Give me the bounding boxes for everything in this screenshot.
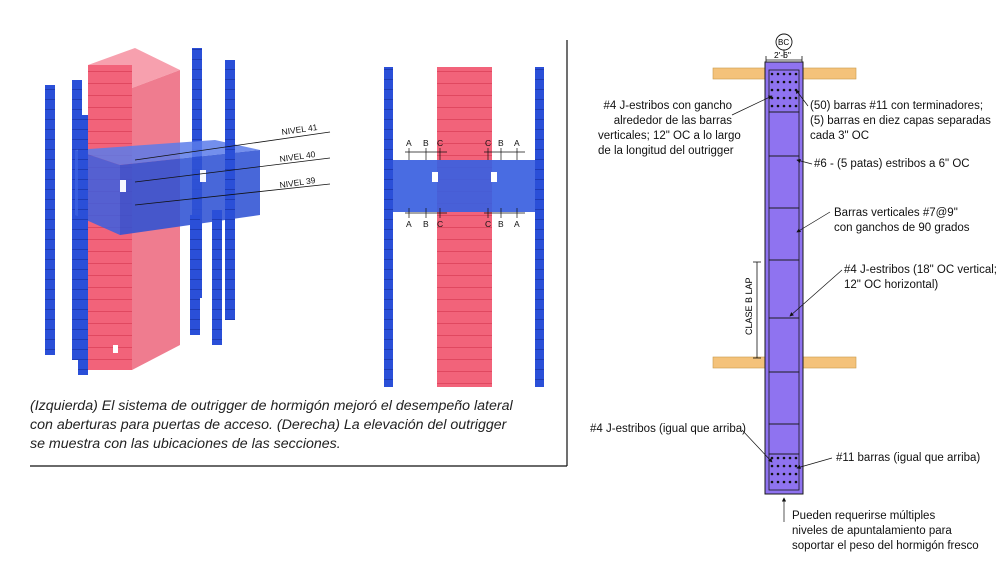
outrigger-top — [75, 140, 260, 165]
section-mark-a-bottom-left: A — [406, 219, 412, 229]
note-line: Barras verticales #7@9" — [834, 207, 958, 219]
core-top-face — [88, 48, 180, 88]
note-line: de la longitud del outrigger — [598, 145, 734, 157]
elevation-column-left — [384, 67, 393, 387]
caption-line-3: se muestra con las ubicaciones de las se… — [30, 436, 341, 452]
note-bars-11-terminators: (50) barras #11 con terminadores; (5) ba… — [810, 99, 991, 144]
note-line: (5) barras en diez capas separadas — [810, 115, 991, 127]
level-40-line — [134, 157, 331, 183]
note-line: 12" OC horizontal) — [844, 279, 939, 291]
note-line: #4 J-estribos (18" OC vertical; — [844, 264, 997, 276]
note-line: alrededor de las barras — [613, 115, 732, 127]
note-line: Pueden requerirse múltiples — [792, 510, 936, 522]
outrigger-section-detail: BC 2'-6" — [712, 33, 857, 522]
elevation-opening-left — [432, 172, 438, 182]
level-41-line — [134, 131, 331, 161]
leaders — [731, 89, 843, 522]
note-j-stirrups-same: #4 J-estribos (igual que arriba) — [590, 422, 746, 437]
caption-line-1: (Izquierda) El sistema de outrigger de h… — [30, 398, 513, 414]
elevation-outrigger — [393, 160, 535, 212]
note-stirrups-6: #6 - (5 patas) estribos a 6" OC — [814, 157, 970, 172]
note-j-stirrups-spacing: #4 J-estribos (18" OC vertical; 12" OC h… — [844, 263, 997, 293]
elevation-column-right — [535, 67, 544, 387]
door-opening-1 — [120, 180, 126, 192]
section-marks-bottom — [405, 208, 525, 218]
note-line: (50) barras #11 con terminadores; — [810, 100, 984, 112]
section-mark-c-bottom-right: C — [485, 219, 491, 229]
outrigger-elevation: A B C C B A A B C C B A — [384, 67, 544, 387]
note-j-stirrups-hook: #4 J-estribos con gancho alrededor de la… — [598, 99, 741, 159]
section-mark-c-top-left: C — [437, 138, 443, 148]
note-line: #11 barras (igual que arriba) — [836, 452, 981, 464]
section-body — [764, 61, 804, 495]
lap-label: CLASE B LAP — [744, 277, 754, 335]
note-vertical-bars: Barras verticales #7@9" con ganchos de 9… — [834, 206, 970, 236]
column-front-left-1 — [45, 85, 55, 355]
door-opening-2 — [200, 170, 206, 182]
column-front-right-1 — [212, 210, 222, 345]
section-mark-a-top-right: A — [514, 138, 520, 148]
grid-tag: BC — [778, 38, 789, 47]
note-line: con ganchos de 90 grados — [834, 222, 970, 234]
column-front-right-2 — [225, 60, 235, 320]
note-line: niveles de apuntalamiento para — [792, 525, 952, 537]
note-line: #4 J-estribos (igual que arriba) — [590, 423, 746, 435]
note-line: #6 - (5 patas) estribos a 6" OC — [814, 158, 970, 170]
elevation-core — [437, 67, 492, 387]
section-mark-c-bottom-left: C — [437, 219, 443, 229]
access-door — [113, 345, 118, 353]
section-mark-b-top-right: B — [498, 138, 504, 148]
note-bars-11-same: #11 barras (igual que arriba) — [836, 451, 980, 466]
note-line: verticales; 12" OC a lo largo — [598, 130, 741, 142]
stirrups — [768, 69, 800, 491]
section-mark-a-bottom-right: A — [514, 219, 520, 229]
section-mark-b-top-left: B — [423, 138, 429, 148]
caption-line-2: con aberturas para puertas de acceso. (D… — [30, 417, 507, 433]
level-39-line — [134, 183, 331, 206]
figure-caption: (Izquierda) El sistema de outrigger de h… — [30, 397, 550, 454]
column-front-right-3 — [190, 215, 200, 335]
note-line: soportar el peso del hormigón fresco — [792, 540, 979, 552]
elevation-opening-right — [491, 172, 497, 182]
bar-dots-top — [770, 72, 798, 108]
note-line: #4 J-estribos con gancho — [603, 100, 733, 112]
section-mark-c-top-right: C — [485, 138, 491, 148]
width-label: 2'-6" — [774, 50, 791, 60]
isometric-outrigger-model: NIVEL 41 NIVEL 40 NIVEL 39 — [45, 48, 331, 375]
section-mark-b-bottom-left: B — [423, 219, 429, 229]
section-mark-b-bottom-right: B — [498, 219, 504, 229]
section-marks-top — [405, 148, 525, 160]
column-back-left — [72, 80, 82, 360]
column-front-left-2 — [78, 115, 88, 375]
section-mark-a-top-left: A — [406, 138, 412, 148]
note-line: cada 3" OC — [810, 130, 870, 142]
note-shoring: Pueden requerirse múltiples niveles de a… — [792, 509, 979, 554]
bar-dots-bottom — [770, 456, 798, 484]
